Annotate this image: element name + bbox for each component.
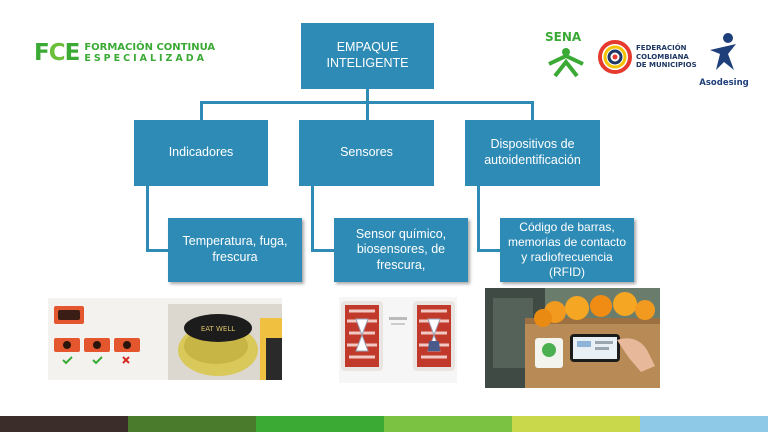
connector-branch-3 bbox=[531, 101, 534, 120]
fce-line1: FORMACIÓN CONTINUA bbox=[84, 42, 216, 54]
connector-child-3-v bbox=[477, 186, 480, 252]
connector-root-down bbox=[366, 88, 369, 103]
connector-child-2-h bbox=[311, 249, 335, 252]
rfid-photo-image bbox=[485, 288, 660, 388]
fcm-text: FEDERACIÓN COLOMBIANA DE MUNICIPIOS bbox=[636, 43, 697, 70]
child-node-dispositivos: Código de barras, memorias de contacto y… bbox=[500, 218, 634, 282]
branch-node-indicadores: Indicadores bbox=[134, 120, 268, 186]
indicator-photo: EAT WELL bbox=[48, 298, 282, 380]
footer-stripe-6 bbox=[640, 416, 768, 432]
asodesing-logo: Asodesing bbox=[694, 32, 754, 88]
sena-word: SENA bbox=[545, 30, 582, 44]
connector-branch-2 bbox=[366, 101, 369, 120]
asodesing-figure-icon bbox=[710, 33, 736, 70]
branch-node-sensores: Sensores bbox=[299, 120, 434, 186]
child-node-sensores: Sensor químico, biosensores, de frescura… bbox=[334, 218, 468, 282]
fcm-emblem-icon bbox=[598, 40, 632, 74]
sensor-photo bbox=[339, 297, 457, 383]
fce-logo-text: FORMACIÓN CONTINUA ESPECIALIZADA bbox=[84, 43, 215, 63]
footer-stripe-4 bbox=[384, 416, 512, 432]
asodesing-word: Asodesing bbox=[699, 78, 749, 88]
sena-logo: SENA bbox=[543, 30, 589, 82]
connector-branch-1 bbox=[200, 101, 203, 120]
child-node-indicadores: Temperatura, fuga, frescura bbox=[168, 218, 302, 282]
fce-logo-mark: FCE bbox=[34, 40, 80, 66]
rfid-photo bbox=[485, 288, 660, 388]
sena-figure-icon bbox=[548, 48, 584, 78]
indicator-photo-image: EAT WELL bbox=[48, 298, 282, 380]
fcm-logo: FEDERACIÓN COLOMBIANA DE MUNICIPIOS bbox=[598, 37, 697, 77]
fce-logo: FCE FORMACIÓN CONTINUA ESPECIALIZADA bbox=[34, 42, 215, 65]
connector-child-3-h bbox=[477, 249, 501, 252]
sensor-photo-image bbox=[339, 297, 457, 383]
footer-stripe-2 bbox=[128, 416, 256, 432]
connector-child-2-v bbox=[311, 186, 314, 252]
eat-well-label: EAT WELL bbox=[201, 325, 235, 333]
footer-stripe-5 bbox=[512, 416, 640, 432]
footer-stripe-1 bbox=[0, 416, 128, 432]
connector-child-1-h bbox=[146, 249, 170, 252]
fce-line2: ESPECIALIZADA bbox=[84, 52, 208, 64]
branch-node-dispositivos: Dispositivos de autoidentificación bbox=[465, 120, 600, 186]
connector-child-1-v bbox=[146, 186, 149, 252]
footer-stripe-3 bbox=[256, 416, 384, 432]
root-node: EMPAQUE INTELIGENTE bbox=[301, 23, 434, 89]
